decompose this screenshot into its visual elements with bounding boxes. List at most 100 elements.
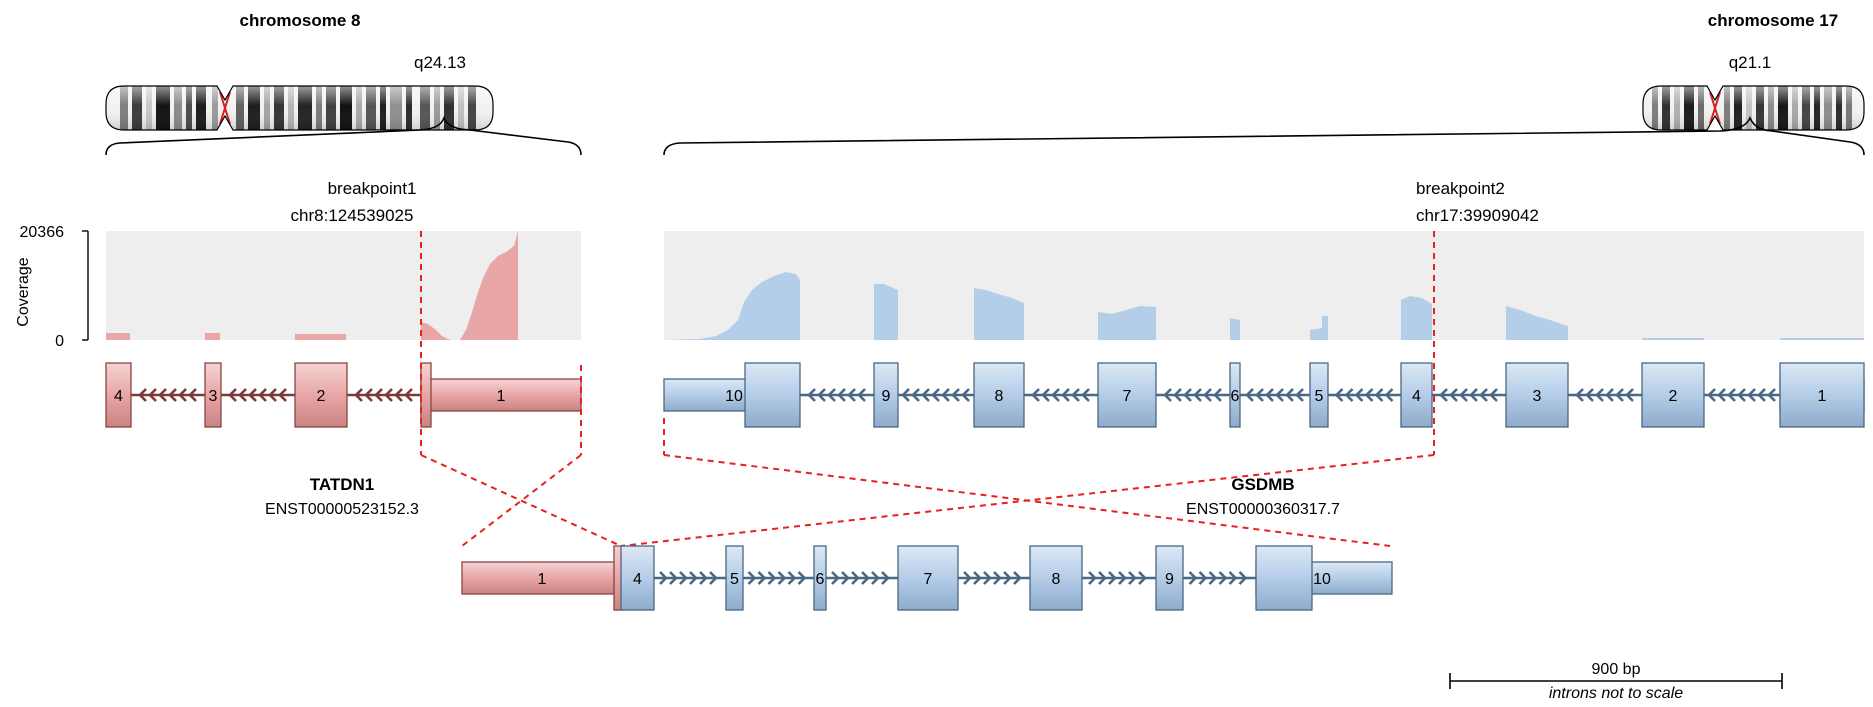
- gsdmb-intron-arrow: [1364, 388, 1374, 402]
- fusion-intron-arrow: [841, 571, 850, 585]
- tatdn1-intron-arrow: [138, 388, 147, 402]
- gsdmb-intron-arrow: [1183, 388, 1192, 402]
- fusion-exon-5: [725, 545, 744, 611]
- gsdmb-intron-arrow: [1439, 388, 1448, 402]
- breakpoint2-position: chr17:39909042: [1416, 206, 1539, 225]
- breakpoint1-position: chr8:124539025: [291, 206, 414, 225]
- tatdn1-intron-arrow: [248, 388, 257, 402]
- gsdmb-intron-arrow: [1479, 388, 1488, 402]
- gsdmb-intron-arrow: [1193, 388, 1202, 402]
- tatdn1-intron-arrow: [188, 388, 197, 402]
- chromosome-right-band: q21.1: [1729, 53, 1772, 72]
- fusion-exon-4-label: 4: [633, 571, 642, 588]
- gsdmb-intron-arrow: [1615, 388, 1624, 402]
- chromosome-right-title: chromosome 17: [1708, 11, 1838, 30]
- fusion-intron-arrow: [1003, 571, 1012, 585]
- scale-bar: 900 bp introns not to scale: [1449, 661, 1783, 702]
- tatdn1-exon-1-label: 1: [497, 388, 506, 405]
- gsdmb-exon-6: [1229, 362, 1241, 428]
- tatdn1-intron-arrow: [394, 388, 403, 402]
- gsdmb-intron-arrow: [1384, 388, 1394, 402]
- gsdmb-intron-arrow: [847, 388, 856, 402]
- fusion-exon-1-label: 1: [538, 571, 547, 588]
- gsdmb-exon-10-utr: [663, 378, 755, 412]
- transcript-gsdmb: ENST00000360317.7: [1186, 501, 1340, 518]
- coverage-track-tatdn1: [106, 231, 581, 340]
- fusion-intron-arrow: [1138, 571, 1147, 585]
- chromosome-17-ideogram: [1642, 85, 1865, 131]
- tatdn1-intron-arrow: [354, 388, 363, 402]
- fusion-exon-7-label: 7: [924, 571, 933, 588]
- fusion-intron-arrow: [1013, 571, 1022, 585]
- fusion-exon-5-label: 5: [730, 571, 739, 588]
- fusion-intron-arrow: [757, 571, 767, 585]
- gsdmb-intron-arrow: [1051, 388, 1060, 402]
- fusion-exon-10: [1255, 545, 1313, 611]
- fusion-intron-arrow: [1188, 571, 1198, 585]
- fusion-exon-9-label: 9: [1165, 571, 1174, 588]
- coverage-tick-zero: 0: [55, 333, 64, 350]
- tatdn1-exon-1: [420, 362, 432, 428]
- gsdmb-intron-arrow: [857, 388, 866, 402]
- tatdn1-intron-arrow: [178, 388, 187, 402]
- gsdmb-intron-arrow: [1625, 388, 1634, 402]
- gene-name-tatdn1: TATDN1: [310, 475, 375, 494]
- fusion-intron-arrow: [747, 571, 757, 585]
- fusion-intron-arrow: [1098, 571, 1107, 585]
- breakpoint2-label: breakpoint2: [1416, 179, 1505, 198]
- tatdn1-intron-arrow: [168, 388, 177, 402]
- scale-bar-note: introns not to scale: [1549, 685, 1683, 702]
- gsdmb-intron-arrow: [1334, 388, 1344, 402]
- gsdmb-exon-10-label: 10: [725, 388, 743, 405]
- gsdmb-exon-5-label: 5: [1315, 388, 1324, 405]
- fusion-intron-arrow: [871, 571, 880, 585]
- gsdmb-intron-arrow: [931, 388, 940, 402]
- fusion-intron-arrow: [709, 571, 718, 585]
- gsdmb-intron-arrow: [911, 388, 920, 402]
- breakpoint-lines: [420, 231, 1435, 547]
- tatdn1-exon-3: [204, 362, 222, 428]
- zoom-brace-right: [663, 115, 1865, 156]
- gsdmb-exon-3: [1505, 362, 1569, 428]
- fusion-intron-arrow: [881, 571, 890, 585]
- gsdmb-intron-arrow: [901, 388, 910, 402]
- gsdmb-intron-arrow: [1449, 388, 1458, 402]
- gsdmb-intron-arrow: [1295, 388, 1304, 402]
- fusion-intron-arrow: [679, 571, 688, 585]
- gsdmb-exon-7: [1097, 362, 1157, 428]
- gsdmb-exon-1: [1779, 362, 1865, 428]
- tatdn1-intron-arrow: [404, 388, 413, 402]
- fusion-intron-arrow: [1128, 571, 1137, 585]
- gsdmb-intron-arrow: [1459, 388, 1468, 402]
- tatdn1-intron-arrow: [238, 388, 247, 402]
- fusion-intron-arrow: [659, 571, 668, 585]
- gsdmb-intron-arrow: [1605, 388, 1614, 402]
- fusion-intron-arrow: [963, 571, 972, 585]
- coverage-axis: 20366 0 Coverage: [15, 224, 89, 350]
- fusion-exon-1-utr: [461, 561, 625, 595]
- gsdmb-exon-2: [1641, 362, 1705, 428]
- gsdmb-intron-arrow: [1489, 388, 1498, 402]
- breakpoint1-label: breakpoint1: [328, 179, 417, 198]
- gsdmb-exon-4: [1400, 362, 1433, 428]
- transcript-tatdn1: ENST00000523152.3: [265, 501, 419, 518]
- gsdmb-intron-arrow: [817, 388, 826, 402]
- tatdn1-intron-arrow: [228, 388, 237, 402]
- gsdmb-intron-arrow: [1757, 388, 1766, 402]
- gsdmb-exon-10: [744, 362, 801, 428]
- gsdmb-intron-arrow: [1285, 388, 1294, 402]
- gsdmb-intron-arrow: [1747, 388, 1756, 402]
- gsdmb-exon-4-label: 4: [1412, 388, 1421, 405]
- fusion-intron-arrow: [787, 571, 797, 585]
- tatdn1-intron-arrow: [384, 388, 393, 402]
- coverage-axis-label: Coverage: [15, 257, 32, 326]
- fusion-intron-arrow: [993, 571, 1002, 585]
- gsdmb-exon-8: [973, 362, 1025, 428]
- tatdn1-exon-2-label: 2: [317, 388, 326, 405]
- gsdmb-intron-arrow: [951, 388, 960, 402]
- gsdmb-intron-arrow: [1374, 388, 1384, 402]
- gsdmb-intron-arrow: [1344, 388, 1354, 402]
- gsdmb-intron-arrow: [1163, 388, 1172, 402]
